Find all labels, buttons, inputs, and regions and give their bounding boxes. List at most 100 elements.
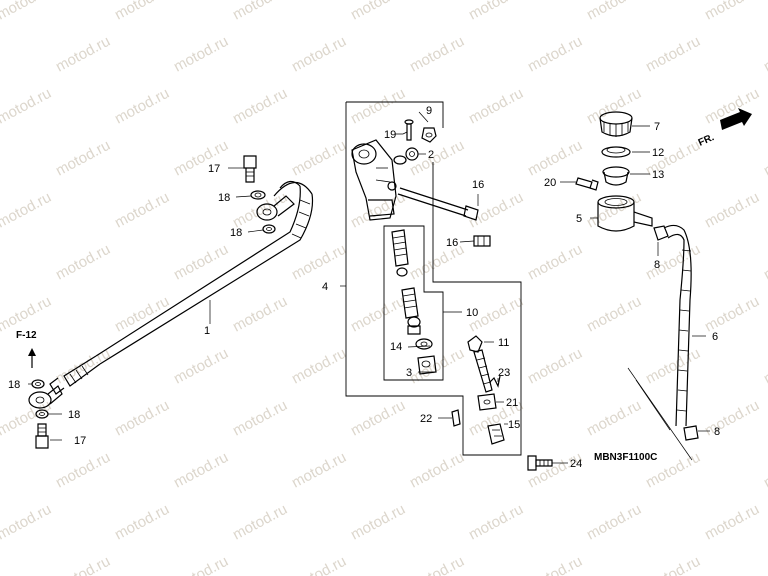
watermark-text: motod.ru	[289, 33, 349, 76]
watermark-text: motod.ru	[171, 449, 231, 492]
watermark-text: motod.ru	[761, 449, 768, 492]
watermark-text: motod.ru	[466, 501, 526, 544]
cotter-pin-23	[489, 375, 501, 388]
callout-2: 2	[428, 149, 434, 161]
watermark-text: motod.ru	[584, 501, 644, 544]
callout-18-lower-a: 18	[8, 379, 20, 391]
watermark-text: motod.ru	[230, 397, 290, 440]
clip-8-lower	[683, 425, 699, 441]
watermark-text: motod.ru	[171, 137, 231, 180]
callout-20: 20	[544, 177, 556, 189]
watermark-text: motod.ru	[584, 397, 644, 440]
watermark-text: motod.ru	[761, 553, 768, 576]
watermark-text: motod.ru	[0, 0, 54, 24]
f12-reference-arrow	[28, 348, 36, 368]
watermark-text: motod.ru	[643, 553, 703, 576]
callout-16-lower: 16	[446, 237, 458, 249]
watermark-text: motod.ru	[112, 293, 172, 336]
watermark-text: motod.ru	[112, 189, 172, 232]
watermark-text: motod.ru	[466, 189, 526, 232]
bolt-17-upper	[243, 155, 257, 183]
watermark-text: motod.ru	[348, 293, 408, 336]
section-cut-lines	[627, 367, 693, 461]
assembly-bracket-4	[345, 101, 522, 456]
front-indicator-label: FR.	[697, 132, 716, 149]
callout-1: 1	[204, 325, 210, 337]
watermark-text: motod.ru	[112, 501, 172, 544]
watermark-text: motod.ru	[348, 189, 408, 232]
callout-18-lower-b: 18	[68, 409, 80, 421]
callout-15: 15	[508, 419, 520, 431]
watermark-text: motod.ru	[230, 0, 290, 24]
reservoir-cap-7	[599, 111, 633, 137]
watermark-text: motod.ru	[171, 553, 231, 576]
watermark-text: motod.ru	[230, 501, 290, 544]
watermark-text: motod.ru	[0, 189, 54, 232]
watermark-text: motod.ru	[230, 189, 290, 232]
watermark-text: motod.ru	[761, 33, 768, 76]
push-rod-11	[467, 335, 493, 393]
banjo-upper	[256, 195, 295, 221]
watermark-text: motod.ru	[466, 0, 526, 24]
washer-18-upper-a	[250, 190, 266, 200]
watermark-text: motod.ru	[525, 33, 585, 76]
watermark-text: motod.ru	[171, 33, 231, 76]
diaphragm-13	[602, 166, 630, 186]
diagram-code: MBN3F1100C	[594, 452, 657, 463]
watermark-text: motod.ru	[584, 0, 644, 24]
watermark-text: motod.ru	[761, 137, 768, 180]
piston-assembly-10	[391, 229, 421, 335]
screw-19	[404, 119, 414, 141]
watermark-text: motod.ru	[348, 0, 408, 24]
watermark-text: motod.ru	[407, 449, 467, 492]
watermark-text: motod.ru	[53, 449, 113, 492]
assembly-bracket-10	[383, 225, 444, 381]
watermark-text: motod.ru	[525, 345, 585, 388]
front-direction-arrow	[720, 108, 752, 130]
callout-19: 19	[384, 129, 396, 141]
watermark-text: motod.ru	[348, 501, 408, 544]
watermark-text: motod.ru	[702, 189, 762, 232]
watermark-text: motod.ru	[0, 501, 54, 544]
watermark-text: motod.ru	[584, 85, 644, 128]
callout-23: 23	[498, 367, 510, 379]
watermark-text: motod.ru	[53, 33, 113, 76]
banjo-lower	[28, 385, 63, 409]
callout-12: 12	[652, 147, 664, 159]
watermark-text: motod.ru	[112, 0, 172, 24]
watermark-text: motod.ru	[702, 293, 762, 336]
watermark-text: motod.ru	[407, 345, 467, 388]
callout-labels: 1 2 3 4 5 6 7 8 8 9 10 11 12 13 14 15 16…	[8, 105, 720, 470]
watermark-text: motod.ru	[407, 553, 467, 576]
callout-18-upper-b: 18	[230, 227, 242, 239]
watermark-text: motod.ru	[584, 189, 644, 232]
leader-lines	[28, 111, 710, 464]
watermark-text: motod.ru	[53, 241, 113, 284]
callout-21: 21	[506, 397, 518, 409]
callout-8-lower: 8	[714, 426, 720, 438]
watermark-text: motod.ru	[761, 345, 768, 388]
callout-22: 22	[420, 413, 432, 425]
callout-10: 10	[466, 307, 478, 319]
callout-11: 11	[498, 337, 509, 349]
boot-14	[415, 338, 433, 350]
watermark-text: motod.ru	[289, 553, 349, 576]
plate-12	[601, 146, 631, 158]
watermark-text: motod.ru	[702, 501, 762, 544]
callout-18-upper-a: 18	[218, 192, 230, 204]
callout-13: 13	[652, 169, 664, 181]
reservoir-hose-6	[663, 224, 692, 427]
watermark-text: motod.ru	[407, 33, 467, 76]
watermark-text: motod.ru	[525, 137, 585, 180]
watermark-text: motod.ru	[643, 345, 703, 388]
bolt-16-upper	[397, 187, 479, 221]
bolt-16-lower	[473, 235, 491, 247]
watermark-text: motod.ru	[230, 293, 290, 336]
watermark-text: motod.ru	[289, 241, 349, 284]
clip-8-upper	[653, 225, 669, 241]
watermark-text: motod.ru	[289, 137, 349, 180]
watermark-text: motod.ru	[584, 293, 644, 336]
watermark-text: motod.ru	[525, 241, 585, 284]
watermark-text: motod.ru	[702, 397, 762, 440]
